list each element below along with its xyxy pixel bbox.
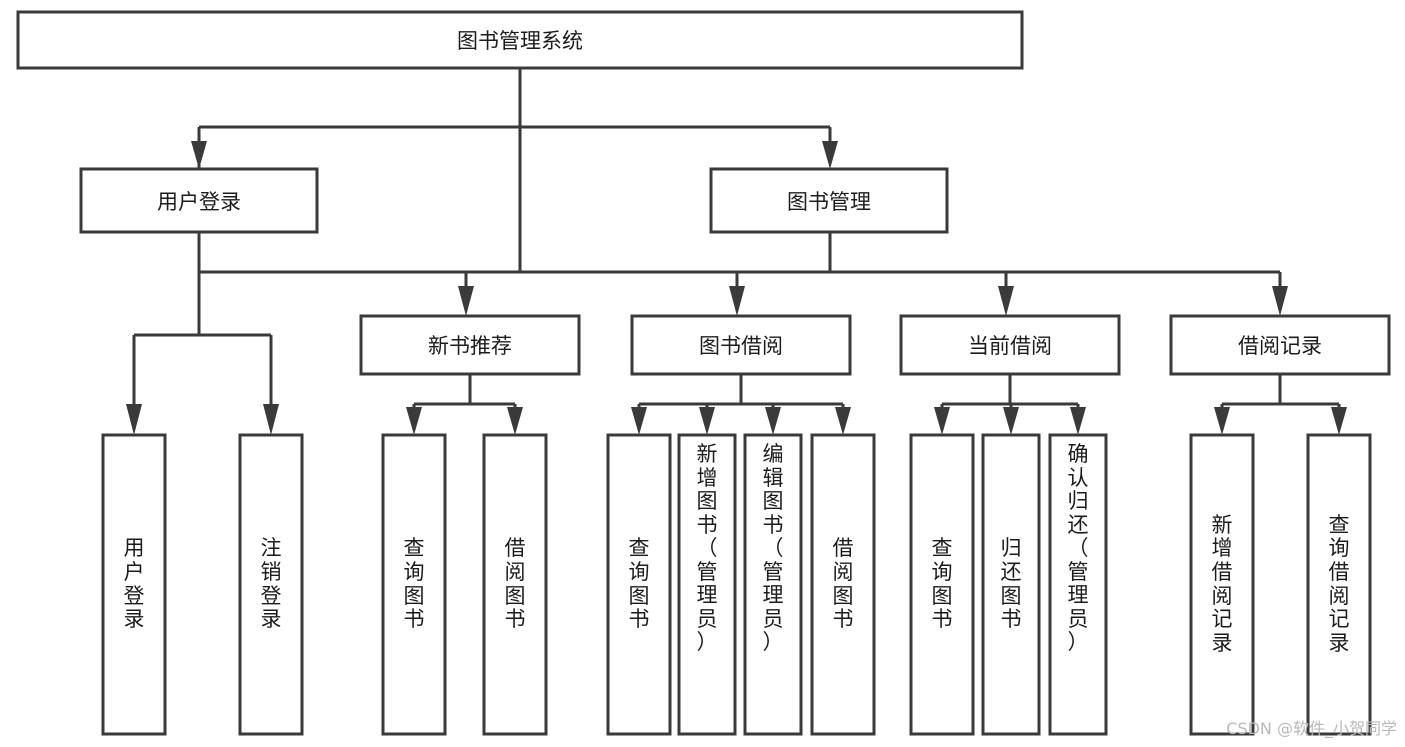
node-box-leaf-user-login[interactable] [101,433,167,736]
arrowhead-bb-query [631,407,647,435]
node-box-leaf-borrow-book-1[interactable] [482,433,548,736]
arrowhead-cb-return [1003,407,1019,435]
edges-newbook-leaves [406,374,523,435]
node-box-leaf-query-book-2[interactable] [606,433,672,736]
arrowhead-br-add [1214,407,1230,435]
node-box-leaf-confirm-return-admin[interactable] [1048,433,1108,736]
node-box-leaf-edit-book-admin[interactable] [743,433,803,736]
edges-root-level2 [191,68,838,169]
edges-borrowbook-leaves [631,374,851,435]
arrowhead-newbook-query [406,407,422,435]
edges-borrowrecord-leaves [1214,374,1347,435]
arrowhead-bb-borrow [835,407,851,435]
node-box-leaf-return-book[interactable] [981,433,1041,736]
node-box-borrow-record[interactable] [1169,314,1391,376]
arrowhead-userlogin [191,141,207,169]
edges-userlogin-leaves [126,232,279,435]
node-box-leaf-query-borrow-record[interactable] [1306,433,1372,736]
arrowhead-borrowbook [729,286,745,316]
arrowhead-borrowrecord [1272,286,1288,316]
arrowhead-cb-query [934,407,950,435]
edges-currentborrow-leaves [934,374,1086,435]
arrowhead-newbook-borrow [507,407,523,435]
node-box-book-borrow[interactable] [630,314,852,376]
node-box-current-borrow[interactable] [899,314,1121,376]
arrowhead-leaf-userlogin [126,404,142,435]
arrowhead-bb-edit [765,407,781,435]
node-box-leaf-add-borrow-record[interactable] [1189,433,1255,736]
arrowhead-bb-add [699,407,715,435]
node-box-leaf-query-book-1[interactable] [381,433,447,736]
node-box-new-book-recommend[interactable] [359,314,581,376]
arrowhead-leaf-logout [263,404,279,435]
arrowhead-cb-confirm [1070,407,1086,435]
node-box-root[interactable] [16,10,1024,70]
arrowhead-bookmgmt [822,141,838,169]
node-box-leaf-add-book-admin[interactable] [677,433,737,736]
node-box-leaf-query-book-3[interactable] [909,433,975,736]
node-box-book-management[interactable] [709,167,949,234]
arrowhead-br-query [1331,407,1347,435]
node-box-leaf-logout[interactable] [238,433,304,736]
edges-bookmgmt-level3 [458,232,1288,316]
node-box-leaf-borrow-book-2[interactable] [810,433,876,736]
node-box-user-login[interactable] [79,167,319,234]
arrowhead-currentborrow [998,286,1014,316]
csdn-watermark: CSDN @软件_小贺同学 [1226,719,1397,738]
arrowhead-newbook [458,286,474,316]
